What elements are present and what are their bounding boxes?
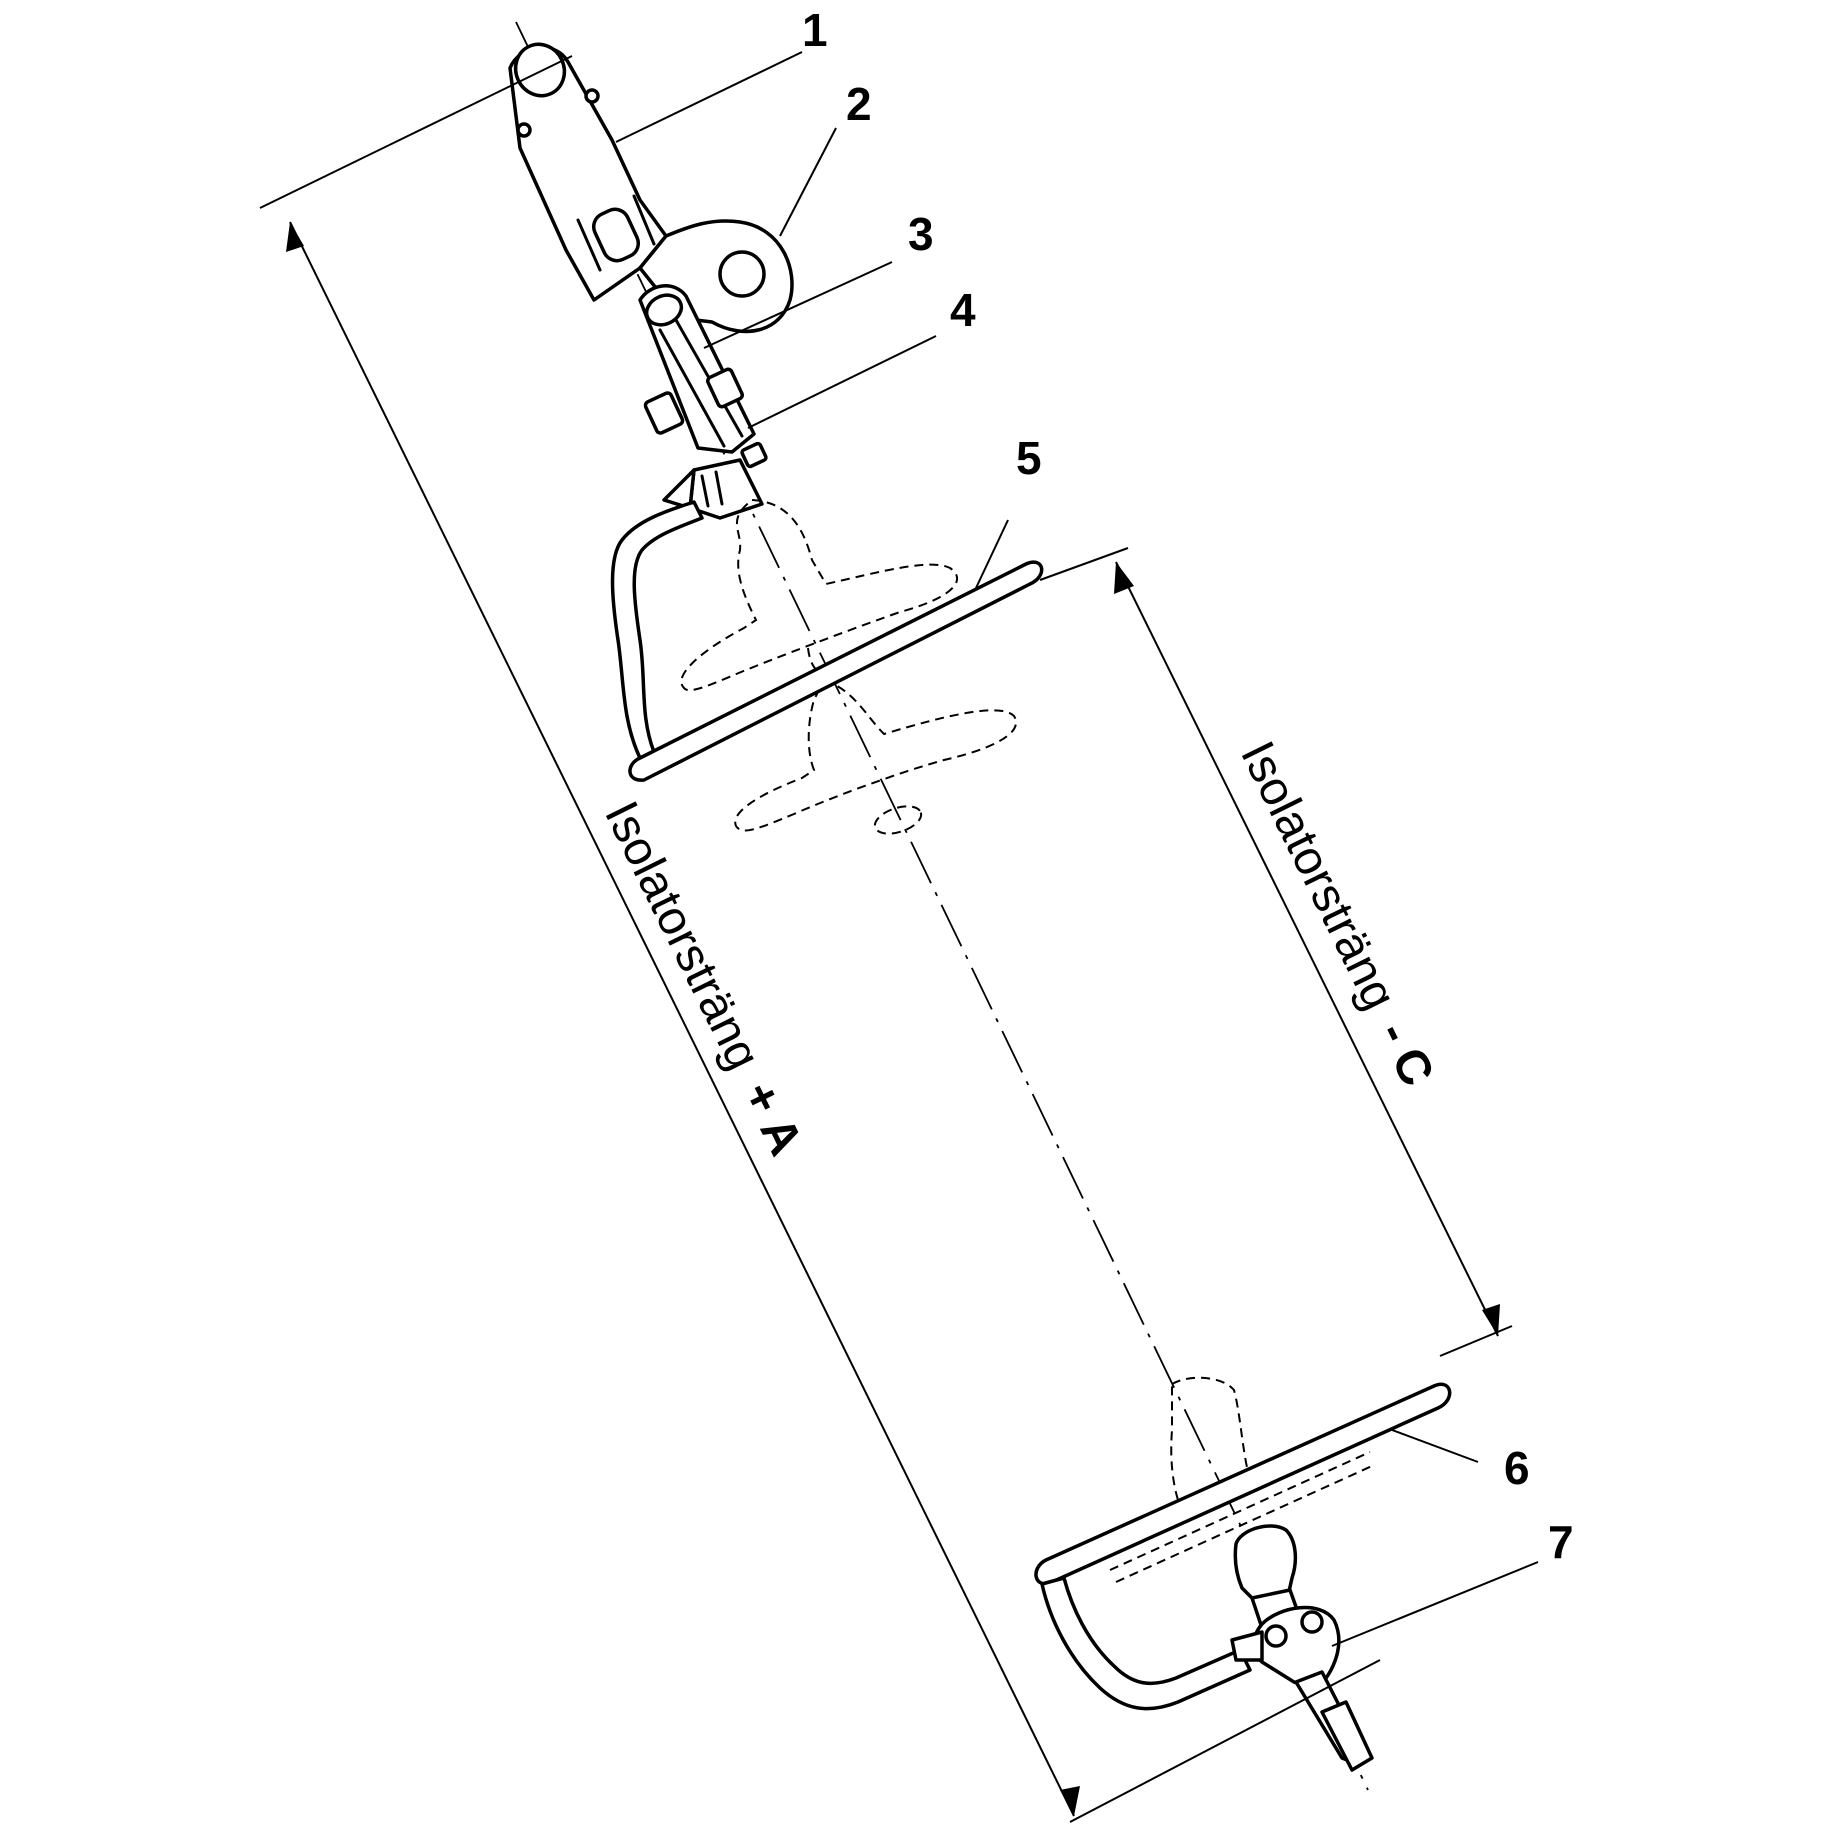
- insulator-disc-lower: [734, 678, 1017, 835]
- dimension-c-label: Isolatorsträng - C: [1230, 733, 1444, 1094]
- insulator-disc-upper: [680, 498, 958, 692]
- callout-2: 2: [846, 78, 872, 130]
- bottom-socket-fitting: [1233, 1524, 1302, 1630]
- callout-3: 3: [908, 208, 934, 260]
- arrowhead-a-bottom: [1060, 1786, 1080, 1816]
- callout-5: 5: [1016, 432, 1042, 484]
- top-grading-ring: [628, 560, 1044, 782]
- socket-link: [638, 284, 768, 469]
- arrowhead-c-bottom: [1482, 1304, 1500, 1336]
- dimension-a: [259, 55, 1381, 1823]
- bottom-grading-ring: [1034, 1382, 1452, 1586]
- callout-leaders: [615, 51, 1539, 1647]
- callout-4: 4: [950, 284, 976, 336]
- callout-7: 7: [1548, 1516, 1574, 1568]
- arrowhead-a-top: [286, 222, 304, 252]
- top-arcing-horn: [610, 500, 704, 760]
- dimension-c: [1039, 547, 1513, 1357]
- arrowhead-c-top: [1114, 562, 1134, 594]
- insulator-disc-bottom: [1109, 1376, 1373, 1583]
- bottom-yoke-link: [1230, 1605, 1374, 1772]
- callout-1: 1: [802, 4, 828, 56]
- callout-6: 6: [1504, 1442, 1530, 1494]
- top-clevis-link: [508, 42, 668, 302]
- bottom-arcing-horn: [1040, 1576, 1252, 1711]
- dimension-a-label: Isolatorsträng + A: [594, 793, 812, 1163]
